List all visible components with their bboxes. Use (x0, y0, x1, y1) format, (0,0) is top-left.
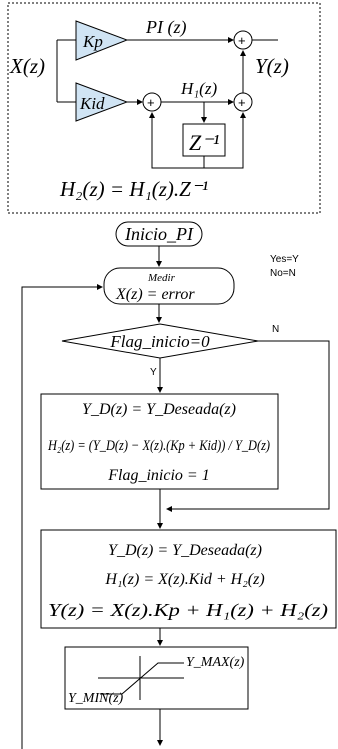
calc-line-1: Y_D(z) = Y_Deseada(z) (108, 542, 262, 559)
sat-min-label: Y_MIN(z) (68, 691, 124, 706)
saturation-curve (100, 662, 184, 695)
init-line-2: H₂(z) = (Y_D(z) − X(z).(Kp + Kid)) / Y_D… (47, 438, 270, 454)
flowchart: Inicio_PI Yes=Y No=N Medir X(z) = error … (21, 221, 337, 749)
legend-no: No=N (270, 268, 296, 279)
block-diagram-frame (7, 2, 321, 214)
yes-label: Y (150, 367, 157, 378)
calc-line-3: Y(z) = X(z).Kp + H₁(z) + H₂(z) (48, 600, 328, 621)
sum-junction-3: + (233, 30, 253, 50)
svg-text:+: + (147, 95, 155, 110)
start-label: Inicio_PI (124, 224, 194, 244)
measure-title: Medir (147, 272, 176, 284)
sum-junction-2: + (233, 92, 253, 112)
legend-yes: Yes=Y (270, 254, 299, 265)
sum-junction-1: + (142, 92, 162, 112)
pi-label: PI (z) (145, 17, 186, 38)
no-label: N (272, 324, 279, 335)
svg-text:+: + (238, 95, 246, 110)
measure-terminal (103, 267, 235, 305)
no-branch-line (166, 340, 330, 512)
svg-text:+: + (238, 33, 246, 48)
block-diagram: X(z) Kp PI (z) Kid + H₁(z) Z⁻¹ + (7, 2, 321, 214)
input-label: X(z) (9, 54, 45, 78)
kid-label: Kid (79, 94, 105, 113)
sat-max-label: Y_MAX(z) (186, 655, 245, 670)
h2-equation: H₂(z) = H₁(z).Z⁻¹ (59, 177, 208, 201)
kp-gain-block (75, 20, 129, 61)
delay-feedback-line (149, 112, 205, 169)
h1-label: H₁(z) (180, 79, 217, 98)
calc-line-2: H₁(z) = X(z).Kid + H₂(z) (104, 571, 264, 588)
decision-label: Flag_inicio=0 (109, 332, 210, 351)
init-line-1: Y_D(z) = Y_Deseada(z) (82, 401, 236, 418)
calc-process-box (40, 529, 337, 629)
init-line-3: Flag_inicio = 1 (107, 467, 209, 484)
measure-equation: X(z) = error (115, 286, 195, 303)
init-process-box (40, 393, 279, 490)
loop-back-line (21, 284, 103, 749)
output-label: Y(z) (255, 54, 289, 78)
h2-feedforward-line (204, 112, 246, 169)
delay-block (182, 123, 226, 157)
kid-gain-block (75, 82, 129, 122)
delay-label: Z⁻¹ (189, 130, 219, 155)
kp-label: Kp (82, 32, 103, 51)
